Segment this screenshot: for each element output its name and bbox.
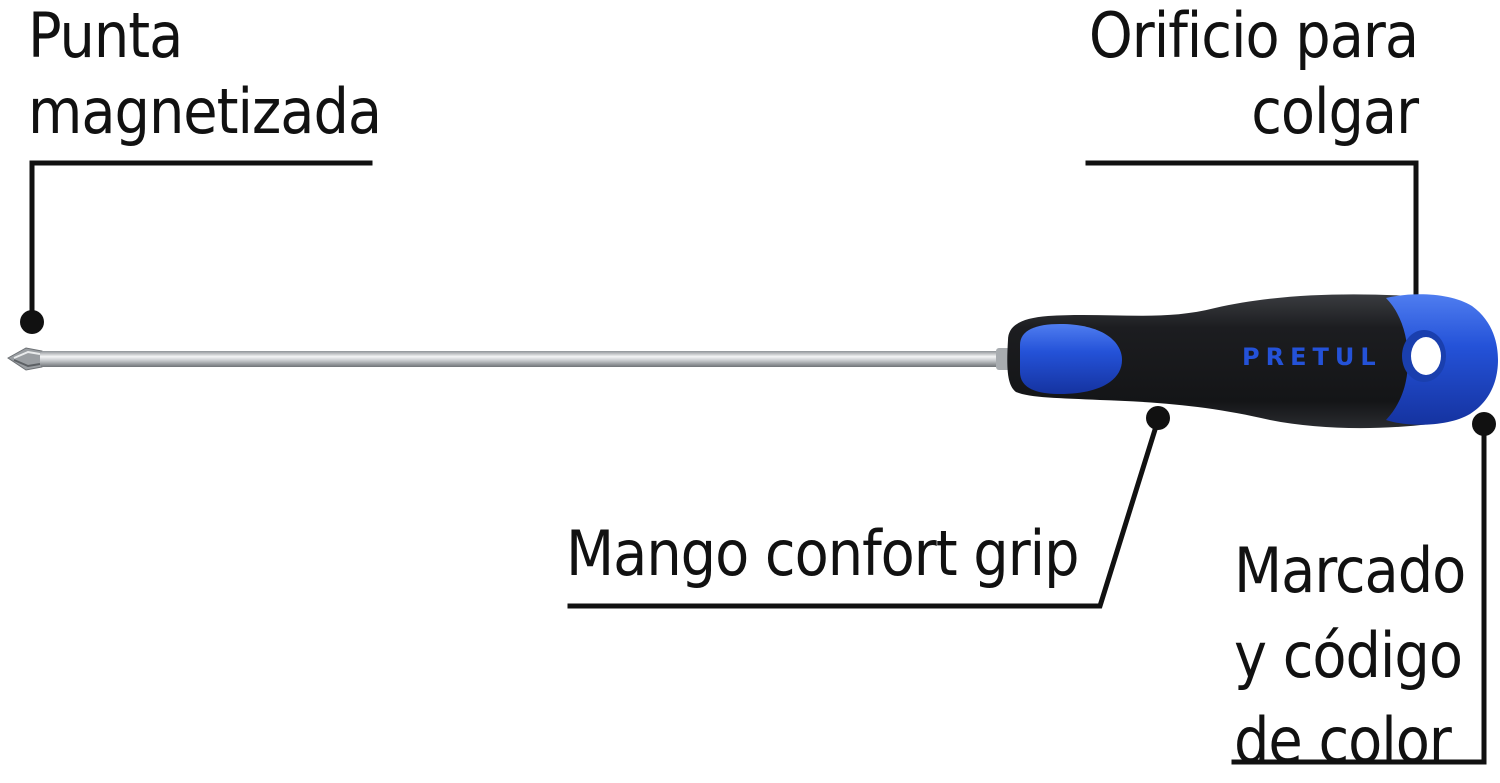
callout-label-marcado-line1: Marcado bbox=[1234, 534, 1466, 607]
callout-label-mango-line1: Mango confort grip bbox=[566, 517, 1080, 590]
callout-label-mango: Mango confort grip bbox=[566, 516, 1080, 592]
screwdriver-tip bbox=[7, 347, 43, 371]
callout-label-punta-line2: magnetizada bbox=[28, 75, 382, 148]
callout-line-mango bbox=[567, 416, 1162, 609]
callout-dot-marcado bbox=[1472, 412, 1496, 436]
callout-line-punta bbox=[29, 160, 373, 321]
brand-logo: PRETUL bbox=[1242, 343, 1382, 371]
callout-label-punta-line1: Punta bbox=[28, 0, 183, 72]
screwdriver-shaft bbox=[40, 351, 1015, 367]
callout-label-punta: Punta magnetizada bbox=[28, 0, 382, 150]
handle-grip-insert bbox=[1020, 324, 1122, 394]
callout-label-orificio-line1: Orificio para bbox=[1088, 0, 1419, 72]
callout-dot-mango bbox=[1146, 406, 1170, 430]
hanging-hole bbox=[1402, 330, 1446, 382]
callout-label-marcado-line2: y código bbox=[1234, 619, 1463, 692]
screwdriver-handle bbox=[1007, 294, 1430, 429]
callout-line-orificio bbox=[1085, 160, 1419, 309]
callout-lines bbox=[29, 160, 1487, 765]
callout-line-marcado bbox=[1231, 419, 1487, 765]
callout-label-orificio: Orificio para colgar bbox=[1088, 0, 1419, 150]
callout-label-marcado-line3: de color bbox=[1234, 704, 1452, 777]
callout-dot-punta bbox=[20, 310, 44, 334]
callout-label-orificio-line2: colgar bbox=[1251, 75, 1419, 148]
callout-label-marcado: Marcado y código de color bbox=[1234, 528, 1466, 783]
